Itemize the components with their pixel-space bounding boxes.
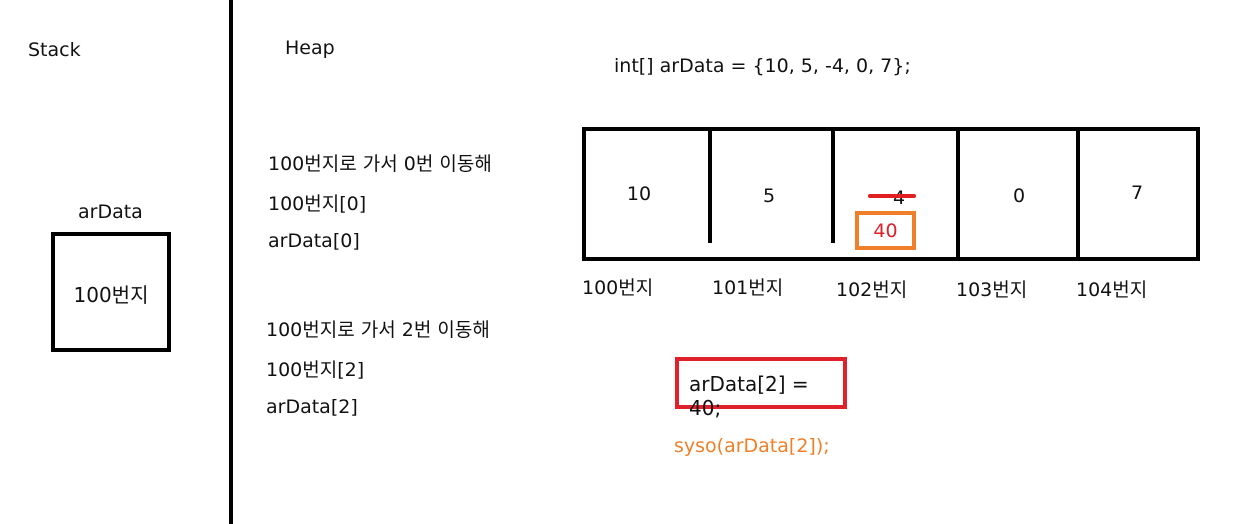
array-cell-1-value: 5 <box>762 185 776 207</box>
array-cell-divider <box>1076 131 1080 257</box>
array-cell-4-value: 7 <box>1130 182 1144 204</box>
note-2-line-1: 100번지로 가서 2번 이동해 <box>266 319 490 341</box>
address-4: 104번지 <box>1076 279 1148 301</box>
print-code: syso(arData[2]); <box>674 435 830 457</box>
stack-label: Stack <box>28 39 81 61</box>
array-cell-2-old-value: 4 <box>892 187 906 209</box>
note-1-line-1: 100번지로 가서 0번 이동해 <box>268 153 492 175</box>
note-1-line-2: 100번지[0] <box>268 193 367 215</box>
new-value-box: 40 <box>855 211 916 250</box>
address-2: 102번지 <box>836 279 908 301</box>
array-cell-divider <box>956 131 960 257</box>
strikethrough-mark <box>868 194 916 198</box>
array-cell-0-value: 10 <box>626 183 652 205</box>
address-3: 103번지 <box>956 279 1028 301</box>
stack-variable-box: 100번지 <box>51 232 171 352</box>
heap-array <box>582 127 1200 261</box>
array-declaration: int[] arData = {10, 5, -4, 0, 7}; <box>614 55 911 77</box>
new-value: 40 <box>873 220 898 242</box>
assignment-box: arData[2] = 40; <box>675 357 847 420</box>
address-0: 100번지 <box>582 277 654 299</box>
array-cell-3-value: 0 <box>1012 185 1026 207</box>
note-2-line-3: arData[2] <box>266 396 358 418</box>
assignment-code: arData[2] = 40; <box>689 372 809 420</box>
array-cell-divider <box>831 131 835 243</box>
stack-variable-value: 100번지 <box>73 283 149 307</box>
note-1-line-3: arData[0] <box>268 230 360 252</box>
note-2-line-2: 100번지[2] <box>266 359 365 381</box>
heap-label: Heap <box>285 37 335 59</box>
array-cell-divider <box>708 131 712 243</box>
variable-name: arData <box>78 201 143 223</box>
address-1: 101번지 <box>712 277 784 299</box>
stack-heap-divider <box>229 0 233 524</box>
